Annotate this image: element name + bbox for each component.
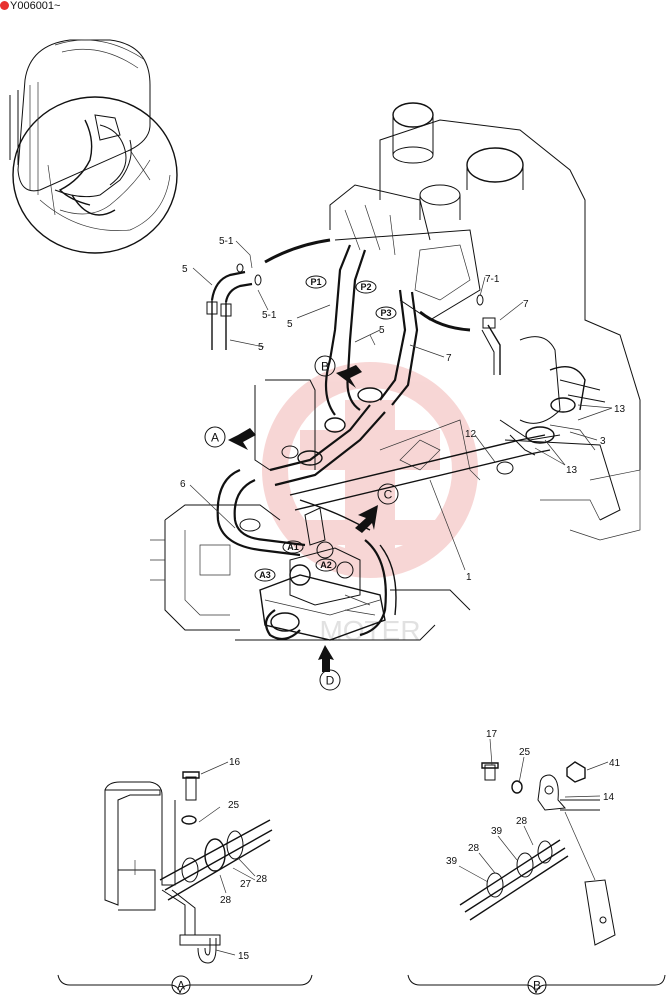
part-label: 39 — [446, 856, 458, 867]
part-label: 41 — [609, 758, 621, 769]
port-p3: P3 — [380, 308, 391, 318]
washer — [181, 815, 197, 825]
detail-b-view: 17 25 41 14 28 39 39 28 B — [407, 729, 666, 995]
o-ring — [254, 274, 262, 286]
part-label: 5 — [287, 319, 293, 330]
red-badge-icon — [0, 1, 9, 10]
part-label: 25 — [228, 800, 240, 811]
clamp — [239, 518, 261, 532]
part-label: 17 — [486, 729, 498, 740]
part-label: 7-1 — [485, 274, 500, 285]
part-label: 5 — [182, 264, 188, 275]
part-label: 15 — [238, 951, 250, 962]
part-label: 14 — [603, 792, 615, 803]
view-a-arrow — [228, 428, 256, 450]
part-label: 1 — [466, 572, 472, 583]
o-ring — [236, 263, 244, 273]
port-fitting — [316, 541, 334, 559]
view-a-marker: A — [211, 431, 219, 445]
part-label: 5 — [258, 342, 264, 353]
part-label: 6 — [180, 479, 186, 490]
flow-arrow — [264, 238, 331, 264]
washer — [511, 780, 523, 794]
hoses — [206, 244, 551, 637]
leader-lines — [189, 240, 613, 571]
flow-arrow — [419, 310, 471, 332]
view-c-marker: C — [384, 488, 393, 502]
part-label: 12 — [465, 429, 477, 440]
elbow-fitting — [270, 612, 300, 632]
view-arrows — [228, 365, 378, 672]
engine-block — [329, 102, 641, 541]
part-label: 5-1 — [262, 310, 277, 321]
part-label: 7 — [446, 353, 452, 364]
u-bolt-clamp — [197, 938, 217, 964]
clamp — [357, 387, 383, 403]
control-valve — [239, 507, 386, 641]
part-label: 28 — [256, 874, 268, 885]
clamp — [516, 852, 534, 878]
clamp — [297, 450, 323, 466]
o-ring — [476, 294, 484, 306]
part-label: 28 — [468, 843, 480, 854]
part-label: 28 — [516, 816, 528, 827]
part-label: 5-1 — [219, 236, 234, 247]
frame-structure — [150, 379, 481, 641]
serial-range: Y006001~ — [0, 0, 60, 12]
elbow-fitting — [482, 317, 496, 329]
clamp — [181, 857, 199, 883]
part-label: 7 — [523, 299, 529, 310]
serial-text: Y006001~ — [10, 0, 61, 12]
clamp — [226, 830, 244, 860]
port-labels: P1 P2 P3 A1 A2 A3 — [254, 275, 397, 582]
nut — [566, 761, 586, 783]
detail-a-view: 16 25 27 28 28 15 A — [57, 757, 313, 995]
port-p1: P1 — [310, 277, 321, 287]
clamp — [324, 417, 346, 433]
clip-bracket — [537, 774, 567, 811]
part-label: 13 — [614, 404, 626, 415]
port-p2: P2 — [360, 282, 371, 292]
port-fitting — [289, 564, 311, 586]
port-a2: A2 — [320, 560, 332, 570]
view-c-arrow — [355, 505, 378, 533]
clamp — [281, 445, 299, 459]
clamp — [525, 426, 555, 444]
clamp — [204, 838, 226, 872]
part-label: 16 — [229, 757, 241, 768]
hose-fitting — [220, 303, 232, 317]
bolt — [484, 764, 496, 781]
clamp — [550, 397, 576, 413]
clamp — [496, 461, 514, 475]
part-label: 39 — [491, 826, 503, 837]
hose-fitting — [206, 301, 218, 315]
clamp — [537, 840, 553, 864]
view-d-marker: D — [326, 674, 335, 688]
port-fitting — [336, 561, 354, 579]
detail-b-title: B — [533, 979, 541, 993]
port-a3: A3 — [259, 570, 271, 580]
port-a1: A1 — [287, 542, 299, 552]
part-label: 27 — [240, 879, 252, 890]
hose-clamps — [281, 387, 576, 475]
part-label: 28 — [220, 895, 232, 906]
part-label: 13 — [566, 465, 578, 476]
machine-overview-thumbnail — [9, 39, 178, 254]
part-label: 5 — [379, 325, 385, 336]
main-part-labels: 5-1 5 5-1 5 5 5 7-1 7 7 13 12 3 13 6 1 — [180, 236, 626, 583]
part-label: 3 — [600, 436, 606, 447]
view-d-arrow — [318, 645, 334, 672]
view-b-marker: B — [321, 360, 329, 374]
view-markers: A B C D — [204, 355, 399, 691]
detail-a-title: A — [177, 979, 185, 993]
view-b-arrow — [336, 365, 362, 388]
part-label: 25 — [519, 747, 531, 758]
bolt — [185, 776, 197, 801]
